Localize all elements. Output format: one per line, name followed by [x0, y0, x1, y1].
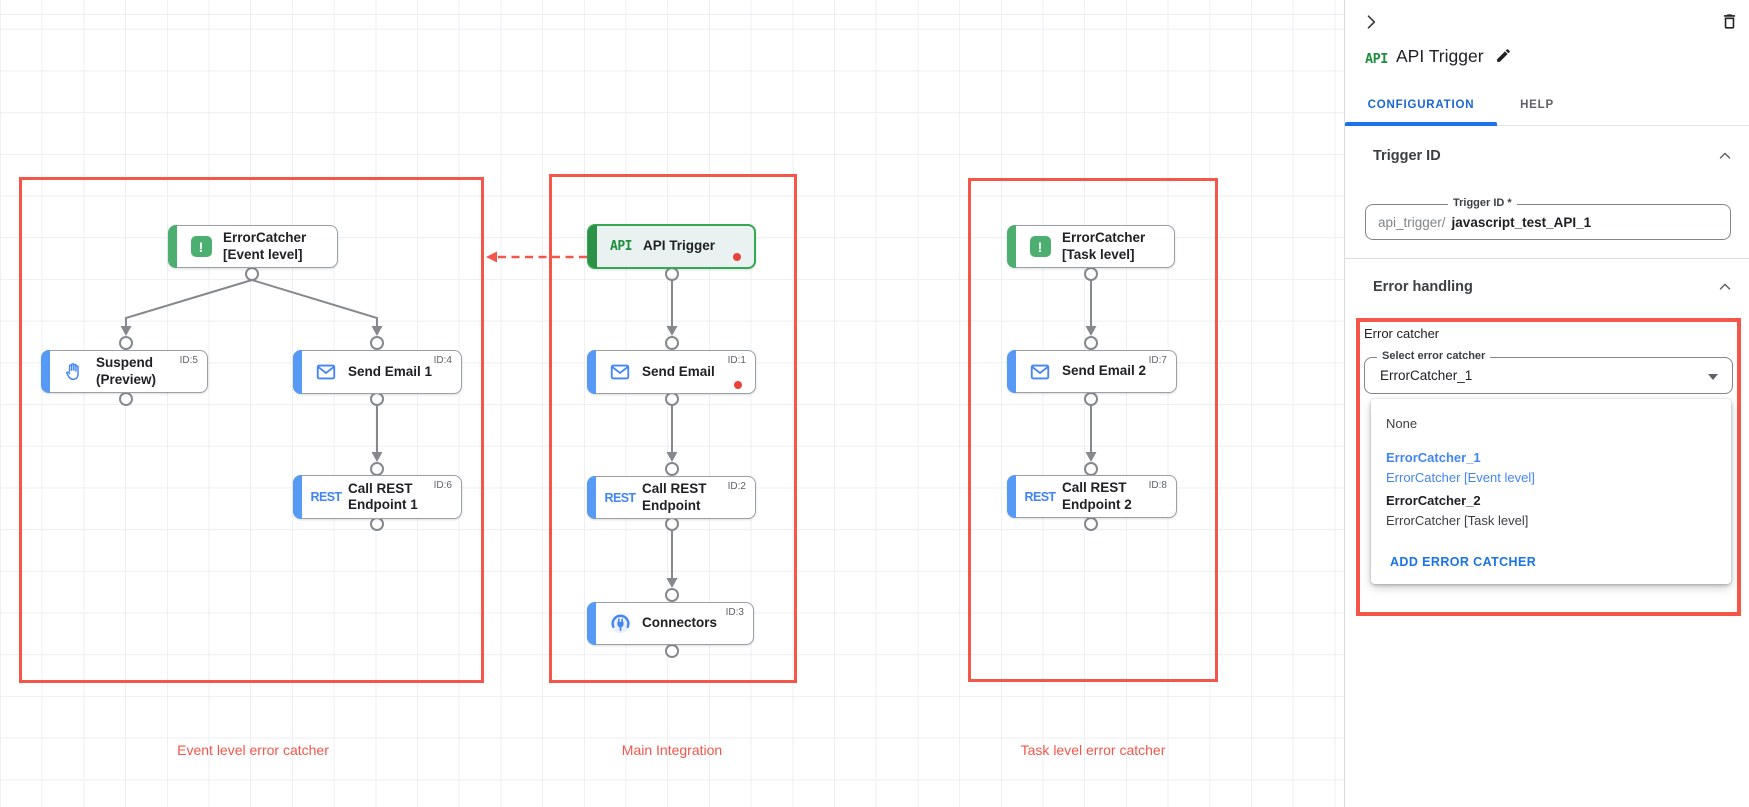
section-divider — [1345, 258, 1749, 259]
main-integration-group-box — [549, 174, 797, 683]
event-level-group-box — [19, 177, 484, 683]
tab-help[interactable]: HELP — [1520, 99, 1554, 111]
collapse-section-icon[interactable] — [1716, 278, 1734, 301]
menu-item-errorcatcher-1[interactable]: ErrorCatcher_1 — [1386, 450, 1481, 465]
node-id-badge: ID:3 — [725, 607, 744, 618]
error-status-dot — [733, 253, 741, 261]
hand-icon — [59, 361, 89, 383]
node-api-trigger[interactable]: API API Trigger — [587, 224, 756, 269]
error-catcher-icon: ! — [1025, 236, 1055, 257]
node-send-email-1[interactable]: Send Email 1 ID:4 — [293, 350, 462, 394]
node-title: ErrorCatcher [Event level] — [223, 230, 307, 262]
node-title: Call REST Endpoint 2 — [1062, 480, 1132, 512]
node-title: Send Email 2 — [1062, 363, 1147, 379]
node-accent-bar — [1007, 350, 1016, 393]
node-errorcatcher-event-level[interactable]: ! ErrorCatcher [Event level] — [168, 225, 338, 268]
node-accent-bar — [587, 602, 596, 645]
group-label-main-integration: Main Integration — [621, 742, 723, 758]
task-level-group-box — [968, 178, 1218, 682]
error-catcher-dropdown-menu: None ErrorCatcher_1 ErrorCatcher [Event … — [1371, 399, 1731, 584]
error-catcher-select[interactable]: Select error catcher ErrorCatcher_1 — [1364, 350, 1733, 394]
node-id-badge: ID:5 — [179, 355, 198, 366]
node-accent-bar — [41, 350, 50, 393]
node-accent-bar — [587, 476, 596, 519]
delete-trigger-icon[interactable] — [1720, 12, 1739, 36]
email-icon — [1025, 361, 1055, 383]
trigger-id-value[interactable]: javascript_test_API_1 — [1451, 214, 1592, 230]
active-tab-indicator — [1345, 122, 1497, 126]
tab-configuration[interactable]: CONFIGURATION — [1367, 99, 1475, 111]
node-accent-bar — [1007, 225, 1016, 268]
node-call-rest-endpoint-2[interactable]: REST Call REST Endpoint 2 ID:8 — [1007, 475, 1177, 518]
node-connectors[interactable]: Connectors ID:3 — [587, 602, 754, 645]
node-id-badge: ID:6 — [433, 480, 452, 491]
node-id-badge: ID:7 — [1148, 355, 1167, 366]
config-panel: API API Trigger CONFIGURATION HELP Trigg… — [1344, 0, 1749, 807]
node-id-badge: ID:2 — [727, 481, 746, 492]
node-title: Send Email — [642, 363, 715, 379]
rest-icon: REST — [310, 490, 343, 504]
group-label-event-level: Event level error catcher — [177, 742, 329, 758]
node-title: Call REST Endpoint — [642, 481, 707, 513]
node-suspend[interactable]: Suspend (Preview) ID:5 — [41, 350, 208, 393]
node-accent-bar — [587, 350, 596, 394]
node-title: Connectors — [642, 615, 718, 631]
rest-icon: REST — [1024, 489, 1057, 504]
node-accent-bar — [293, 350, 302, 394]
node-accent-bar — [293, 475, 302, 519]
group-label-task-level: Task level error catcher — [1020, 742, 1166, 758]
node-title: Send Email 1 — [348, 363, 433, 379]
trigger-id-heading: Trigger ID — [1373, 148, 1441, 164]
node-title: Call REST Endpoint 1 — [348, 480, 418, 512]
node-title: ErrorCatcher [Task level] — [1062, 230, 1146, 262]
add-error-catcher-button[interactable]: ADD ERROR CATCHER — [1390, 555, 1537, 569]
error-catcher-icon: ! — [186, 236, 216, 257]
node-send-email[interactable]: Send Email ID:1 — [587, 350, 756, 394]
node-accent-bar — [588, 225, 597, 268]
select-error-catcher-label: Select error catcher — [1377, 350, 1491, 362]
node-id-badge: ID:4 — [433, 355, 452, 366]
api-icon: API — [610, 239, 632, 254]
dropdown-caret-icon — [1708, 374, 1718, 380]
email-icon — [605, 361, 635, 383]
menu-item-none[interactable]: None — [1386, 416, 1418, 431]
panel-title: API Trigger — [1396, 46, 1484, 66]
node-errorcatcher-task-level[interactable]: ! ErrorCatcher [Task level] — [1007, 225, 1175, 268]
tab-divider — [1345, 125, 1749, 126]
node-title: API Trigger — [643, 238, 716, 254]
node-accent-bar — [1007, 475, 1016, 518]
menu-item-errorcatcher-2-desc[interactable]: ErrorCatcher [Task level] — [1386, 513, 1529, 528]
email-icon — [311, 361, 341, 383]
node-id-badge: ID:1 — [727, 355, 746, 366]
error-handling-heading: Error handling — [1373, 279, 1473, 295]
node-accent-bar — [168, 225, 177, 268]
rest-icon: REST — [604, 490, 637, 505]
trigger-type-icon: API — [1365, 51, 1388, 67]
error-status-dot — [734, 381, 742, 389]
node-call-rest-endpoint-1[interactable]: REST Call REST Endpoint 1 ID:6 — [293, 475, 462, 519]
error-catcher-highlight-box — [1356, 318, 1741, 616]
collapse-section-icon[interactable] — [1716, 147, 1734, 170]
edit-pencil-icon[interactable] — [1495, 47, 1512, 69]
integration-canvas[interactable]: Event level error catcher Main Integrati… — [0, 0, 1345, 807]
node-title: Suspend (Preview) — [96, 355, 157, 387]
error-catcher-label: Error catcher — [1364, 326, 1440, 341]
trigger-id-field[interactable]: Trigger ID * api_trigger/ javascript_tes… — [1365, 197, 1731, 240]
menu-item-errorcatcher-1-desc[interactable]: ErrorCatcher [Event level] — [1386, 470, 1535, 485]
collapse-panel-icon[interactable] — [1361, 12, 1381, 37]
select-value: ErrorCatcher_1 — [1380, 368, 1473, 383]
connectors-icon — [605, 612, 635, 635]
node-call-rest-endpoint[interactable]: REST Call REST Endpoint ID:2 — [587, 476, 756, 519]
trigger-id-prefix: api_trigger/ — [1378, 214, 1446, 230]
node-send-email-2[interactable]: Send Email 2 ID:7 — [1007, 350, 1177, 393]
menu-item-errorcatcher-2[interactable]: ErrorCatcher_2 — [1386, 493, 1481, 508]
trigger-id-field-label: Trigger ID * — [1448, 197, 1517, 209]
node-id-badge: ID:8 — [1148, 480, 1167, 491]
